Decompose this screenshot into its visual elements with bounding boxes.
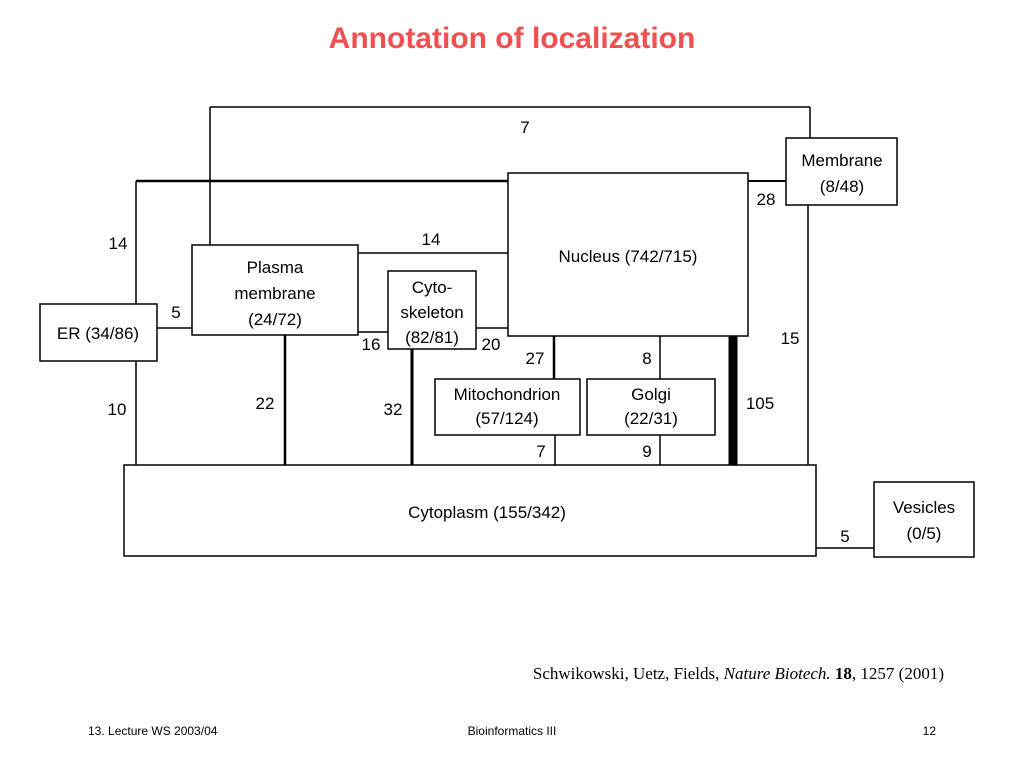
node-box-golgi [586,378,716,436]
node-box-cyto [387,270,477,350]
edge-label-nucleus-golgi: 8 [642,349,651,368]
node-label-golgi: Golgi [631,385,671,404]
edge-label-er-cytoplasm: 10 [108,400,127,419]
citation-journal: Nature Biotech. [723,664,831,683]
node-label-membrane: Membrane [801,151,882,170]
edge-label-er-nucleus: 14 [109,234,128,253]
node-label-mito: Mitochondrion [454,385,561,404]
node-label-vesicles: (0/5) [907,524,942,543]
edge-label-plasma-membrane: 7 [520,118,529,137]
node-label-plasma: (24/72) [248,310,302,329]
node-box-vesicles [873,481,975,558]
citation-pages-year: , 1257 (2001) [851,664,944,683]
slide-title: Annotation of localization [328,22,696,55]
node-label-membrane: (8/48) [820,177,864,196]
edge-label-plasma-nucleus: 14 [422,230,441,249]
node-label-cyto: Cyto- [412,278,453,297]
node-box-mito [434,378,581,436]
node-label-plasma: Plasma [247,258,304,277]
node-label-golgi: (22/31) [624,409,678,428]
node-box-plasma [191,244,359,336]
edge-label-cyto-cytoplasm: 32 [384,400,403,419]
edge-label-cyto-er: 16 [362,335,381,354]
node-label-vesicles: Vesicles [893,498,955,517]
footer-course: Bioinformatics III [467,724,557,738]
node-label-mito: (57/124) [475,409,538,428]
edge-label-nucleus-cytoplasm: 105 [746,394,774,413]
node-label-cytoplasm: Cytoplasm (155/342) [408,503,566,522]
node-box-membrane [785,137,898,206]
edge-label-nucleus-mito: 27 [526,349,545,368]
node-label-cyto: skeleton [400,303,463,322]
node-box-cytoplasm [123,464,817,557]
edge-label-mito-cytoplasm: 7 [536,442,545,461]
node-label-cyto: (82/81) [405,328,459,347]
edge-label-nucleus-membrane: 28 [757,190,776,209]
citation: Schwikowski, Uetz, Fields, Nature Biotec… [430,664,944,684]
node-box-nucleus [507,172,749,337]
edge-label-plasma-cytoplasm: 22 [256,394,275,413]
citation-authors: Schwikowski, Uetz, Fields, [532,664,720,683]
citation-volume: 18 [834,664,852,683]
edge-label-membrane-cytoplasm: 15 [781,329,800,348]
footer-lecture: 13. Lecture WS 2003/04 [88,724,218,738]
edge-label-golgi-cytoplasm: 9 [642,442,651,461]
node-label-plasma: membrane [234,284,315,303]
node-label-nucleus: Nucleus (742/715) [559,247,698,266]
node-label-er: ER (34/86) [57,324,139,343]
node-box-er [39,303,158,362]
edge-label-cytoplasm-vesicles: 5 [840,527,849,546]
edge-label-er-plasma: 5 [171,303,180,322]
footer-page-number: 12 [922,724,936,738]
edge-label-cyto-nucleus: 20 [482,335,501,354]
